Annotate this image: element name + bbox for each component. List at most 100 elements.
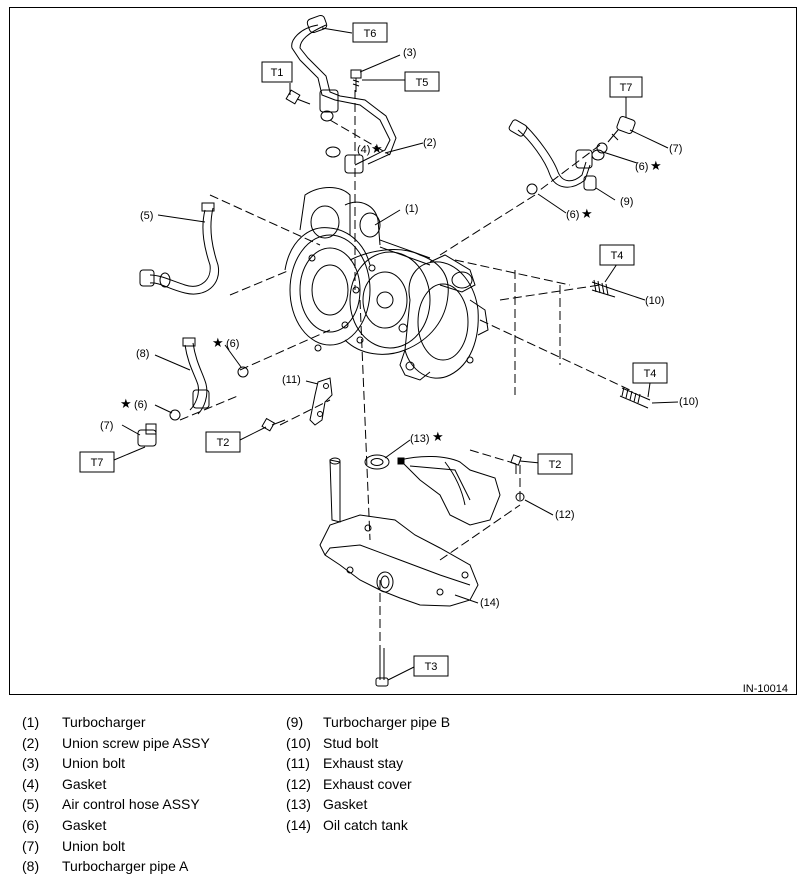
callout-7-left: (7) — [100, 420, 113, 432]
callout-11: (11) — [282, 374, 301, 386]
union-bolt-right — [607, 116, 636, 143]
alignment-lines — [179, 90, 631, 660]
legend-item-name: Oil catch tank — [323, 817, 408, 833]
torque-box-t7-right: T7 — [609, 76, 643, 98]
callout-9: (9) — [620, 196, 633, 208]
bolt-t3 — [375, 648, 389, 687]
legend-item-name: Turbocharger pipe A — [62, 858, 189, 875]
torque-box-t5: T5 — [404, 71, 440, 92]
turbocharger-pipe-b — [517, 129, 591, 188]
legend-item-name: Gasket — [62, 775, 107, 792]
callout-2: (2) — [423, 137, 436, 149]
star-6a: ★ — [650, 158, 662, 173]
legend-item: (14) Oil catch tank — [286, 815, 408, 835]
legend-item: (10) Stud bolt — [286, 733, 378, 753]
bolt-t2-left — [261, 417, 286, 432]
callout-3: (3) — [403, 47, 416, 59]
legend-item: (2) Union screw pipe ASSY — [0, 733, 210, 753]
callout-6-left-upper: (6) — [226, 338, 239, 350]
svg-text:T7: T7 — [620, 82, 633, 94]
callout-10-lower: (10) — [679, 396, 699, 408]
bolt-t2-right — [510, 454, 522, 474]
legend-item-number: (3) — [22, 755, 40, 772]
torque-box-t2-left: T2 — [205, 431, 241, 453]
diagram-frame — [9, 7, 797, 695]
svg-text:T5: T5 — [416, 77, 429, 89]
legend-item: (6)Gasket — [0, 815, 106, 835]
star-4: ★ — [371, 141, 383, 156]
parts-legend: (1)Turbocharger(2)Union screw pipe ASSY(… — [0, 712, 804, 882]
legend-item: (9) Turbocharger pipe B — [286, 712, 450, 732]
star-6c: ★ — [212, 335, 224, 350]
callout-1: (1) — [405, 203, 418, 215]
legend-item-name: Stud bolt — [323, 734, 379, 751]
torque-box-t3: T3 — [413, 655, 449, 677]
oil-catch-tank — [319, 457, 479, 607]
legend-item-name: Exhaust cover — [323, 775, 412, 792]
legend-item-name: Turbocharger — [62, 714, 146, 730]
svg-text:T6: T6 — [364, 28, 377, 40]
bolt-t1 — [285, 89, 311, 105]
legend-item-name: Union bolt — [62, 837, 126, 854]
callout-6-right-lower: (6) — [566, 209, 579, 221]
legend-item-name: Union screw pipe ASSY — [62, 734, 210, 751]
legend-item-number: (7) — [22, 837, 40, 854]
callout-5: (5) — [140, 210, 153, 222]
svg-text:T4: T4 — [611, 250, 624, 262]
svg-text:T2: T2 — [217, 437, 230, 449]
legend-item-number: (2) — [22, 734, 40, 751]
figure-id: IN-10014 — [743, 683, 788, 695]
leader-lines — [113, 27, 679, 681]
callout-labels: (3) (2) (4) ★ (1) (5) (7) (6) ★ (9) (6) … — [100, 47, 788, 695]
legend-item-number: (11) — [286, 755, 310, 772]
legend-item: (13)Gasket — [286, 794, 367, 814]
union-screw-pipe — [291, 24, 391, 166]
svg-text:T1: T1 — [271, 67, 284, 79]
torque-box-t1: T1 — [261, 61, 293, 83]
air-control-hose — [149, 209, 211, 287]
turbocharger — [284, 187, 489, 381]
legend-item-name: Air control hose ASSY — [62, 796, 200, 813]
legend-item-number: (10) — [286, 734, 311, 751]
union-bolt-top — [350, 69, 362, 92]
callout-7-right: (7) — [669, 143, 682, 155]
legend-item-number: (9) — [286, 714, 304, 730]
legend-item-number: (5) — [22, 796, 40, 813]
torque-box-t4-lower: T4 — [632, 362, 668, 384]
legend-item-name: Union bolt — [62, 755, 126, 772]
legend-item-number: (12) — [286, 775, 311, 792]
star-6b: ★ — [581, 206, 593, 221]
legend-item: (12) Exhaust cover — [286, 774, 412, 794]
callout-14: (14) — [480, 597, 500, 609]
legend-item-number: (14) — [286, 817, 311, 833]
legend-item-name: Gasket — [323, 796, 368, 813]
stud-bolt-upper — [591, 279, 616, 298]
legend-item: (5) Air control hose ASSY — [0, 794, 200, 814]
torque-box-t4-upper: T4 — [599, 244, 635, 266]
legend-item-name: Exhaust stay — [323, 755, 404, 772]
callout-10-upper: (10) — [645, 295, 665, 307]
exhaust-stay — [309, 377, 333, 426]
legend-item-number: (4) — [22, 775, 40, 792]
legend-item-number: (1) — [22, 714, 40, 730]
callout-13: (13) — [410, 433, 430, 445]
legend-item: (4) Gasket — [0, 774, 106, 794]
svg-text:T2: T2 — [549, 459, 562, 471]
callout-4: (4) — [357, 144, 370, 156]
legend-item-name: Turbocharger pipe B — [323, 714, 451, 730]
svg-text:T7: T7 — [91, 457, 104, 469]
exploded-diagram: T6 T1 T5 T7 T4 T4 T2 T2 — [79, 14, 788, 695]
callout-6-left-lower: (6) — [134, 399, 147, 411]
star-6d: ★ — [120, 396, 132, 411]
torque-box-t7-left: T7 — [79, 451, 115, 473]
gasket-13 — [364, 454, 390, 470]
exhaust-cover — [399, 456, 501, 526]
callout-12: (12) — [555, 509, 575, 521]
legend-item: (1) Turbocharger — [0, 712, 146, 732]
legend-item: (11) Exhaust stay — [286, 753, 403, 773]
union-bolt-left — [137, 423, 157, 447]
legend-item: (7) Union bolt — [0, 836, 125, 856]
legend-item-number: (6) — [22, 817, 40, 833]
star-13: ★ — [432, 429, 444, 444]
stud-bolt-lower — [619, 386, 651, 409]
